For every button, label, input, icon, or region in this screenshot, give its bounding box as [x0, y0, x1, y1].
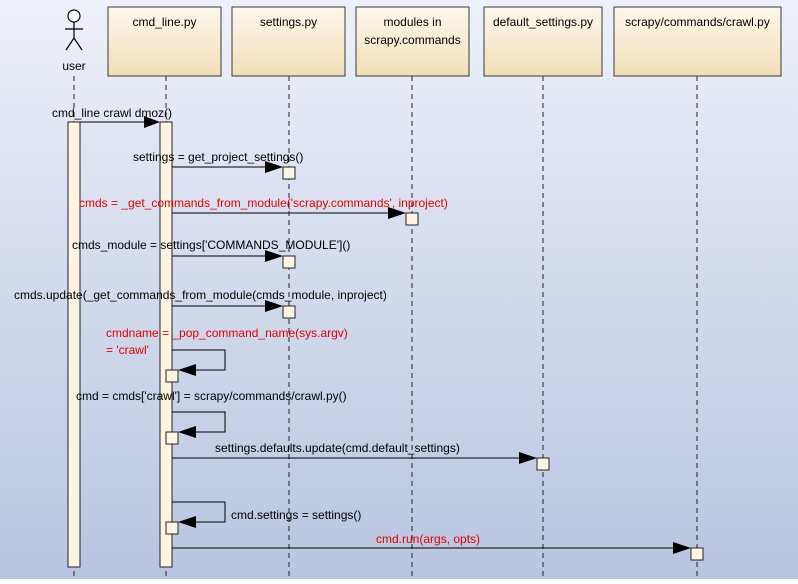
message-label-m1: cmd_line crawl dmoz() [52, 106, 172, 120]
arrowhead-m10 [673, 542, 691, 554]
message-label-m9: cmd.settings = settings() [231, 508, 361, 522]
message-labels: cmd_line crawl dmoz() settings = get_pro… [14, 106, 480, 546]
activation-bars [67, 121, 704, 568]
actor-head-icon [67, 9, 81, 23]
lifeline-label-modules-line1: modules in [383, 15, 441, 29]
arrowhead-m5 [265, 300, 283, 312]
activation-settings-1 [282, 166, 296, 180]
activation-modules [405, 212, 419, 226]
activation-cmd-line [159, 121, 173, 568]
activation-settings-2 [282, 255, 296, 269]
activation-settings-3 [282, 305, 296, 319]
message-label-m10: cmd.run(args, opts) [376, 532, 480, 546]
message-label-m8: settings.defaults.update(cmd.default_set… [215, 441, 460, 455]
arrow-m7 [172, 411, 226, 433]
message-label-m6-line2: = 'crawl' [106, 343, 149, 357]
arrowhead-m6 [178, 364, 196, 376]
lifeline-box-crawl: scrapy/commands/crawl.py [613, 6, 782, 77]
activation-self-1 [165, 369, 179, 383]
arrow-m9 [172, 501, 226, 523]
lifeline-label-crawl: scrapy/commands/crawl.py [625, 15, 770, 29]
lifeline-box-modules: modules in scrapy.commands [355, 6, 470, 77]
message-label-m4: cmds_module = settings['COMMANDS_MODULE'… [72, 238, 350, 252]
arrow-m6 [172, 349, 226, 371]
activation-self-3 [165, 521, 179, 535]
actor-user [65, 9, 83, 51]
lifeline-label-settings: settings.py [260, 15, 317, 29]
activation-crawl [690, 547, 704, 561]
lifeline-box-cmd-line: cmd_line.py [107, 6, 222, 77]
activation-default-settings [536, 457, 550, 471]
arrowhead-m9 [178, 516, 196, 528]
arrowhead-m8 [519, 452, 537, 464]
activation-user [67, 121, 81, 568]
lifeline-label-cmd-line: cmd_line.py [132, 15, 196, 29]
lifeline-box-settings: settings.py [231, 6, 346, 77]
arrowheads [144, 116, 691, 554]
message-arrows [80, 121, 675, 549]
message-label-m7: cmd = cmds['crawl'] = scrapy/commands/cr… [76, 389, 347, 403]
arrowhead-m7 [178, 426, 196, 438]
actor-label: user [62, 59, 85, 73]
lifeline-label-default-settings: default_settings.py [493, 15, 593, 29]
lifeline-label-modules-line2: scrapy.commands [364, 33, 460, 47]
message-label-m2: settings = get_project_settings() [133, 150, 303, 164]
message-label-m6-line1: cmdname = _pop_command_name(sys.argv) [106, 326, 348, 340]
arrowhead-m2 [265, 161, 283, 173]
lifeline-box-default-settings: default_settings.py [483, 6, 603, 77]
arrowhead-m3 [388, 207, 406, 219]
message-label-m5: cmds.update(_get_commands_from_module(cm… [14, 288, 387, 302]
arrowhead-m1 [144, 116, 160, 128]
message-label-m3: cmds = _get_commands_from_module('scrapy… [79, 196, 448, 210]
activation-self-2 [165, 431, 179, 445]
arrowhead-m4 [265, 250, 283, 262]
